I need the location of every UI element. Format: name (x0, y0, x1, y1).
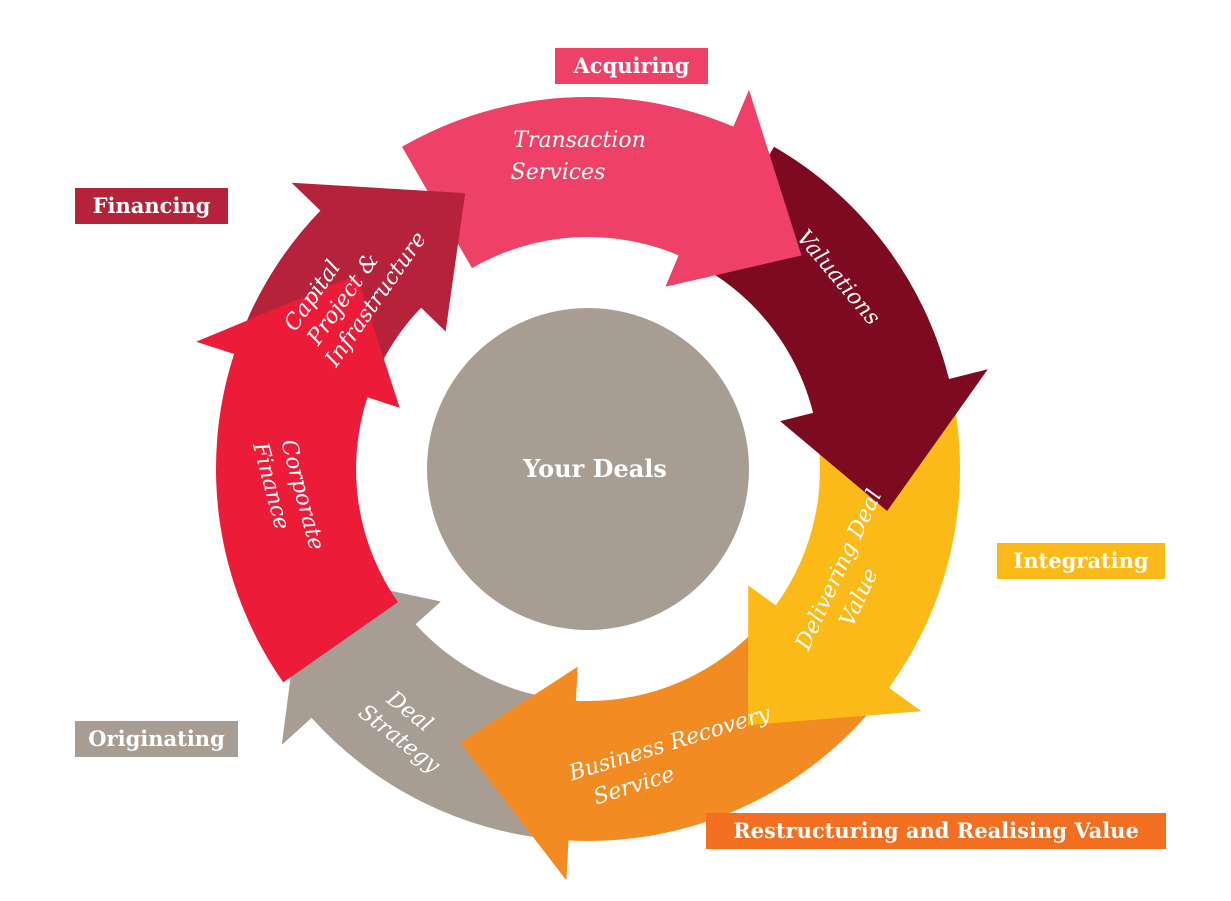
stage-label-text: Financing (92, 193, 211, 218)
segment-label-transaction-services: Transaction Services (511, 128, 653, 185)
corporate-finance-arrow (196, 274, 400, 683)
segment-label-line: Transaction (513, 128, 646, 153)
stage-label-text: Restructuring and Realising Value (733, 818, 1139, 843)
center-circle (427, 308, 749, 630)
center-label: Your Deals (522, 454, 667, 483)
stage-label-financing: Financing (75, 188, 228, 224)
transaction-services-arrow (402, 89, 802, 287)
stage-label-restructuring: Restructuring and Realising Value (706, 813, 1166, 849)
stage-label-text: Integrating (1013, 548, 1149, 573)
segment-label-line: Services (511, 160, 606, 185)
stage-label-acquiring: Acquiring (555, 48, 708, 84)
stage-label-text: Acquiring (573, 53, 690, 78)
stage-label-text: Originating (88, 726, 225, 751)
stage-label-originating: Originating (75, 721, 238, 757)
stage-label-integrating: Integrating (997, 543, 1165, 579)
